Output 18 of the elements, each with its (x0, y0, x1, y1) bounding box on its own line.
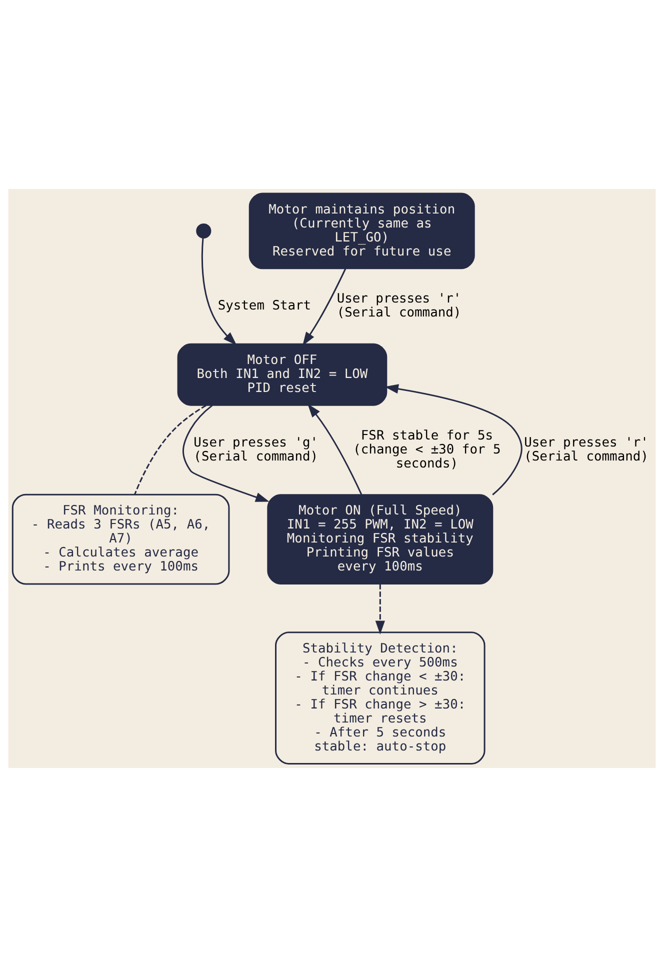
node-circle (196, 222, 212, 238)
edge-label: System Start (218, 298, 312, 314)
arrow (384, 384, 522, 495)
connector (134, 404, 207, 494)
arrow (308, 403, 362, 494)
arrow (182, 404, 270, 502)
arrow (375, 584, 385, 634)
edge-label: User presses 'r' (Serial command) (524, 434, 648, 464)
edge-label: User presses 'r' (Serial command) (336, 291, 462, 320)
arrow (302, 268, 346, 346)
node-box: Stability Detection: - Checks every 500ms - If FSR change < ±30: timer continues - If FSR change > ±30: timer resets - After 5 seconds stable: auto-stop (275, 631, 486, 764)
edge-label: User presses 'g' (Serial command) (194, 434, 318, 464)
node-box: Motor ON (Full Speed) IN1 = 255 PWM, IN2 = LOW Monitoring FSR stability Printing FSR values every 100ms (267, 494, 494, 584)
node-box: Motor maintains position (Currently same as LET_GO) Reserved for future use (248, 192, 475, 269)
node-box: FSR Monitoring: - Reads 3 FSRs (A5, A6, A7) - Calculates average - Prints every 100ms (12, 493, 230, 584)
node-box: Motor OFF Both IN1 and IN2 = LOW PID reset (177, 342, 388, 406)
arrow (201, 238, 237, 345)
edge-label: FSR stable for 5s (change < ±30 for 5 seconds) (353, 428, 501, 471)
